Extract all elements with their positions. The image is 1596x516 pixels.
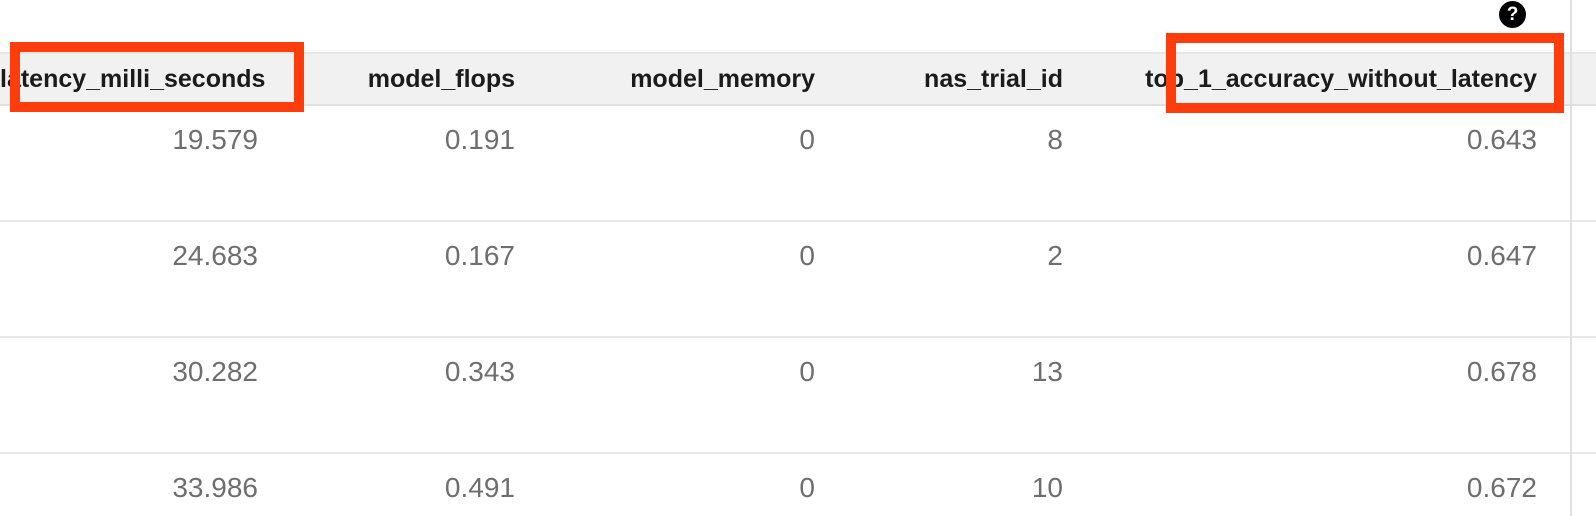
column-header-model_memory[interactable]: model_memory <box>527 52 827 106</box>
table-cell-top_1_accuracy_without_latency: 0.678 <box>1075 337 1549 454</box>
column-header-top_1_accuracy_without_latency[interactable]: top_1_accuracy_without_latency <box>1075 52 1549 106</box>
column-header-latency_milli_seconds[interactable]: latency_milli_seconds <box>0 52 270 106</box>
table-cell-top_1_accuracy_without_latency: 0.643 <box>1075 105 1549 222</box>
column-divider-line <box>1570 0 1572 516</box>
table-cell-model_memory: 0 <box>527 105 827 222</box>
table-cell-cutoff <box>1549 453 1596 516</box>
help-icon[interactable]: ? <box>1499 1 1526 28</box>
table-cell-model_flops: 0.167 <box>270 221 527 338</box>
table-cell-model_flops: 0.191 <box>270 105 527 222</box>
table-cell-cutoff <box>1549 337 1596 454</box>
table-cell-model_memory: 0 <box>527 221 827 338</box>
table-cell-model_memory: 0 <box>527 337 827 454</box>
table-cell-model_memory: 0 <box>527 453 827 516</box>
column-header-nas_trial_id[interactable]: nas_trial_id <box>827 52 1075 106</box>
table-cell-nas_trial_id: 8 <box>827 105 1075 222</box>
table-cell-latency_milli_seconds: 19.579 <box>0 105 270 222</box>
table-cell-cutoff <box>1549 221 1596 338</box>
column-header-cutoff <box>1549 52 1596 106</box>
table-cell-top_1_accuracy_without_latency: 0.672 <box>1075 453 1549 516</box>
table-cell-cutoff <box>1549 105 1596 222</box>
table-cell-model_flops: 0.491 <box>270 453 527 516</box>
column-header-model_flops[interactable]: model_flops <box>270 52 527 106</box>
table-cell-top_1_accuracy_without_latency: 0.647 <box>1075 221 1549 338</box>
table-cell-latency_milli_seconds: 30.282 <box>0 337 270 454</box>
table-cell-nas_trial_id: 2 <box>827 221 1075 338</box>
table-cell-model_flops: 0.343 <box>270 337 527 454</box>
table-cell-nas_trial_id: 13 <box>827 337 1075 454</box>
table-cell-nas_trial_id: 10 <box>827 453 1075 516</box>
table-cell-latency_milli_seconds: 24.683 <box>0 221 270 338</box>
table-cell-latency_milli_seconds: 33.986 <box>0 453 270 516</box>
